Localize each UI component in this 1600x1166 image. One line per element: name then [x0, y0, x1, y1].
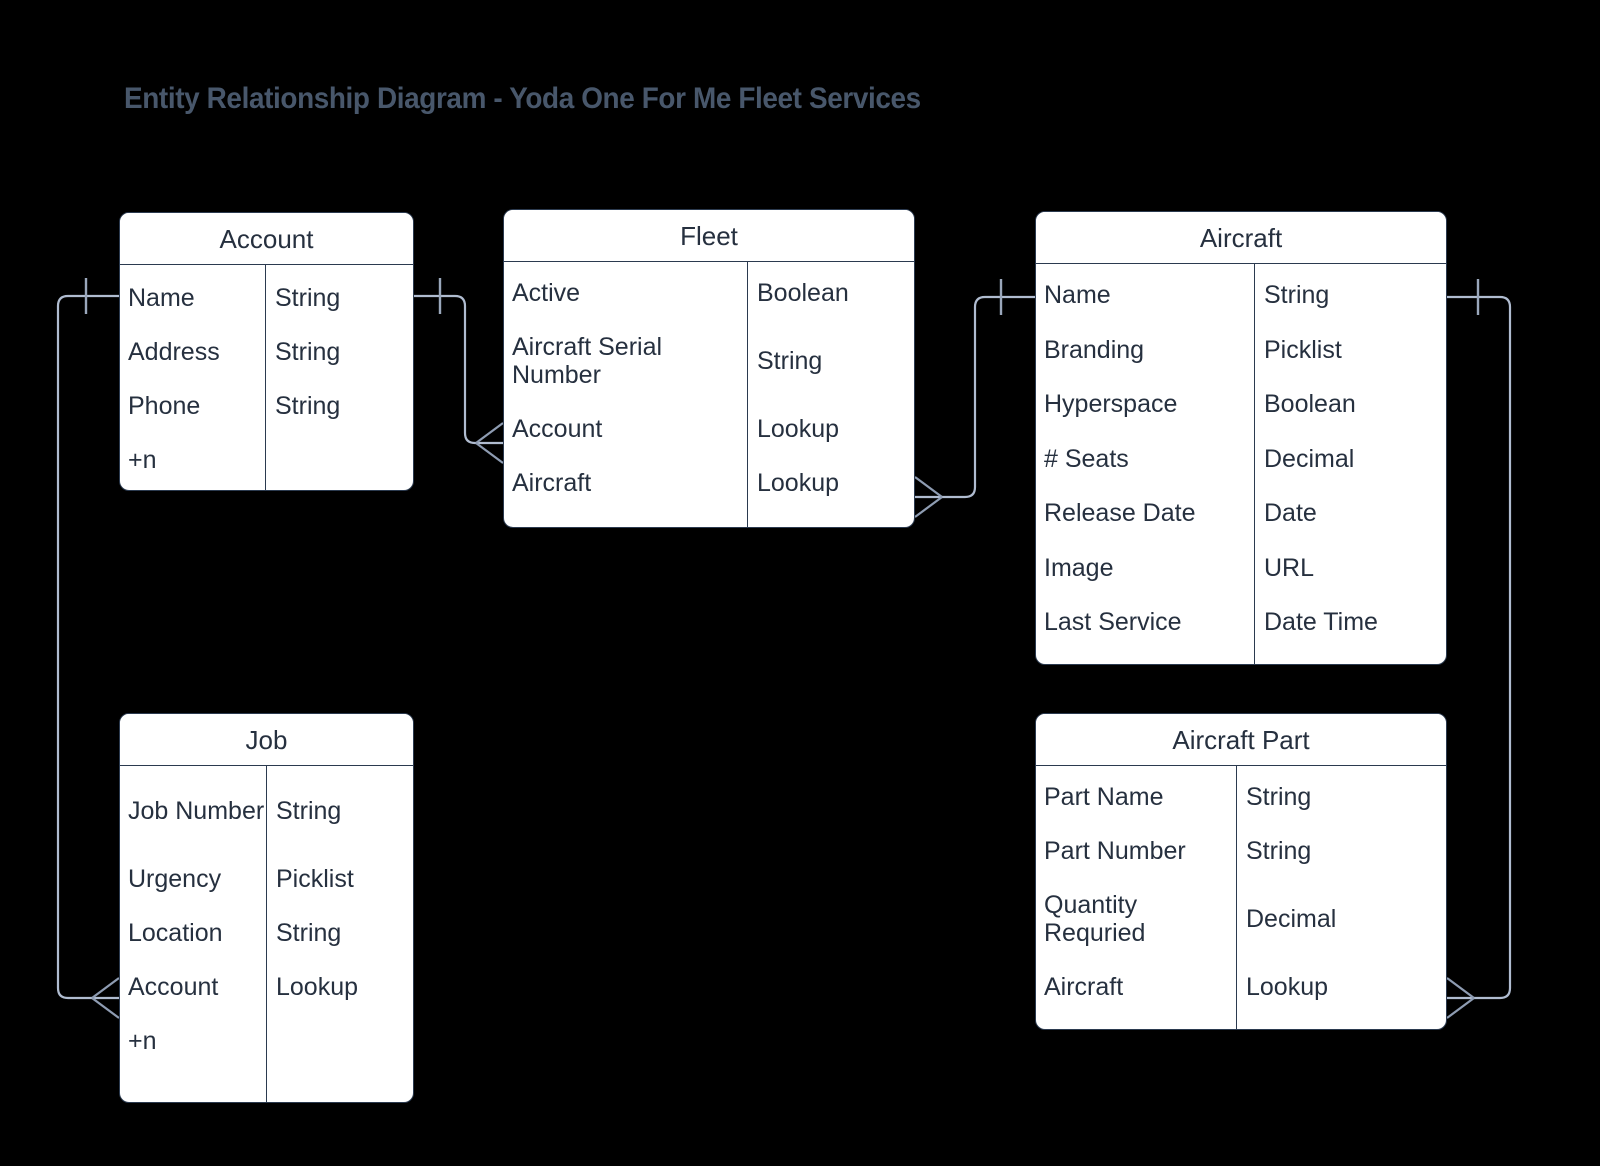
attribute-row: Job Number String: [120, 770, 413, 852]
attribute-field: Aircraft: [1044, 973, 1124, 1001]
attribute-row: Branding Picklist: [1036, 323, 1446, 378]
attribute-row: +n: [120, 1014, 413, 1068]
relationship-account-job: [56, 278, 120, 1019]
attribute-row: # Seats Decimal: [1036, 432, 1446, 487]
column-divider: [266, 766, 267, 1102]
attribute-type: [265, 433, 413, 487]
attribute-type: Date Time: [1264, 608, 1378, 637]
attribute-row: Aircraft Lookup: [1036, 960, 1446, 1014]
entity-account-title: Account: [120, 213, 413, 265]
attribute-type: String: [276, 797, 342, 825]
attribute-field: Release Date: [1044, 499, 1196, 528]
attribute-field: Urgency: [128, 865, 222, 893]
attribute-row: Urgency Picklist: [120, 852, 413, 906]
relationship-aircraft-aircraftpart: [1446, 279, 1512, 1019]
attribute-type: Lookup: [276, 973, 359, 1001]
attribute-type: Date: [1264, 499, 1317, 528]
attribute-field: Name: [1044, 281, 1111, 310]
attribute-field: Account: [512, 415, 603, 443]
entity-job-title: Job: [120, 714, 413, 766]
attribute-row: Image URL: [1036, 541, 1446, 596]
attribute-field: Phone: [128, 392, 201, 420]
entity-aircraft-part[interactable]: Aircraft Part Part Name String Part Numb…: [1035, 713, 1447, 1030]
attribute-row: Account Lookup: [504, 402, 914, 456]
entity-fleet-title: Fleet: [504, 210, 914, 262]
attribute-type: Decimal: [1264, 444, 1355, 473]
attribute-field: # Seats: [1044, 444, 1129, 473]
attribute-field: Aircraft Serial Number: [512, 333, 663, 389]
attribute-field: Address: [128, 338, 220, 366]
attribute-field: Image: [1044, 553, 1114, 582]
attribute-type: Lookup: [1246, 973, 1329, 1001]
attribute-type: String: [1246, 783, 1312, 811]
column-divider: [1236, 766, 1237, 1029]
attribute-row: Account Lookup: [120, 960, 413, 1014]
attribute-row: Aircraft Serial Number String: [504, 320, 914, 402]
entity-aircraft-part-title: Aircraft Part: [1036, 714, 1446, 766]
attribute-type: String: [275, 338, 341, 366]
column-divider: [747, 262, 748, 527]
attribute-type: String: [276, 919, 342, 947]
page-title: Entity Relationship Diagram - Yoda One F…: [124, 82, 921, 115]
attribute-field: Location: [128, 919, 223, 947]
attribute-field: Part Number: [1044, 837, 1186, 865]
attribute-type: Picklist: [1264, 335, 1342, 364]
attribute-field: Part Name: [1044, 783, 1164, 811]
attribute-field: +n: [128, 446, 157, 474]
column-divider: [1254, 264, 1255, 664]
entity-fleet-attributes: Active Boolean Aircraft Serial Number St…: [504, 262, 914, 527]
attribute-field: Hyperspace: [1044, 390, 1178, 419]
relationship-fleet-aircraft: [914, 279, 1035, 518]
attribute-row: Phone String: [120, 379, 413, 433]
attribute-field: Quantity Requried: [1044, 891, 1146, 947]
attribute-type: Picklist: [276, 865, 354, 893]
attribute-row: Name String: [1036, 268, 1446, 323]
attribute-row: Location String: [120, 906, 413, 960]
attribute-row: Aircraft Lookup: [504, 456, 914, 510]
attribute-field: Last Service: [1044, 608, 1182, 637]
attribute-type: String: [757, 347, 823, 375]
attribute-row: +n: [120, 433, 413, 487]
entity-job[interactable]: Job Job Number String Urgency Picklist L…: [119, 713, 414, 1103]
attribute-type: Boolean: [757, 279, 849, 307]
attribute-type: String: [275, 284, 341, 312]
relationship-account-fleet: [414, 278, 504, 464]
entity-aircraft-attributes: Name String Branding Picklist Hyperspace…: [1036, 264, 1446, 664]
attribute-field: Aircraft: [512, 469, 592, 497]
attribute-field: Job Number: [128, 797, 265, 825]
attribute-type: String: [1264, 281, 1330, 310]
attribute-row: Release Date Date: [1036, 486, 1446, 541]
attribute-type: Lookup: [757, 469, 840, 497]
attribute-field: Active: [512, 279, 581, 307]
attribute-type: URL: [1264, 553, 1315, 582]
entity-aircraft-part-attributes: Part Name String Part Number String Quan…: [1036, 766, 1446, 1029]
attribute-row: Part Name String: [1036, 770, 1446, 824]
attribute-row: Hyperspace Boolean: [1036, 377, 1446, 432]
attribute-type: [266, 1014, 413, 1068]
attribute-field: Name: [128, 284, 195, 312]
attribute-field: Branding: [1044, 335, 1145, 364]
attribute-row: Part Number String: [1036, 824, 1446, 878]
entity-job-attributes: Job Number String Urgency Picklist Locat…: [120, 766, 413, 1102]
entity-aircraft-title: Aircraft: [1036, 212, 1446, 264]
entity-account-attributes: Name String Address String Phone String …: [120, 265, 413, 490]
attribute-type: String: [275, 392, 341, 420]
attribute-type: Lookup: [757, 415, 840, 443]
attribute-type: Decimal: [1246, 905, 1337, 933]
attribute-field: Account: [128, 973, 219, 1001]
attribute-row: Name String: [120, 271, 413, 325]
attribute-row: Address String: [120, 325, 413, 379]
entity-fleet[interactable]: Fleet Active Boolean Aircraft Serial Num…: [503, 209, 915, 528]
attribute-row: Last Service Date Time: [1036, 595, 1446, 650]
attribute-field: +n: [128, 1027, 157, 1055]
entity-aircraft[interactable]: Aircraft Name String Branding Picklist H…: [1035, 211, 1447, 665]
attribute-row: Active Boolean: [504, 266, 914, 320]
column-divider: [265, 265, 266, 490]
entity-account[interactable]: Account Name String Address String Phone…: [119, 212, 414, 491]
attribute-type: Boolean: [1264, 390, 1356, 419]
attribute-row: Quantity Requried Decimal: [1036, 878, 1446, 960]
attribute-type: String: [1246, 837, 1312, 865]
